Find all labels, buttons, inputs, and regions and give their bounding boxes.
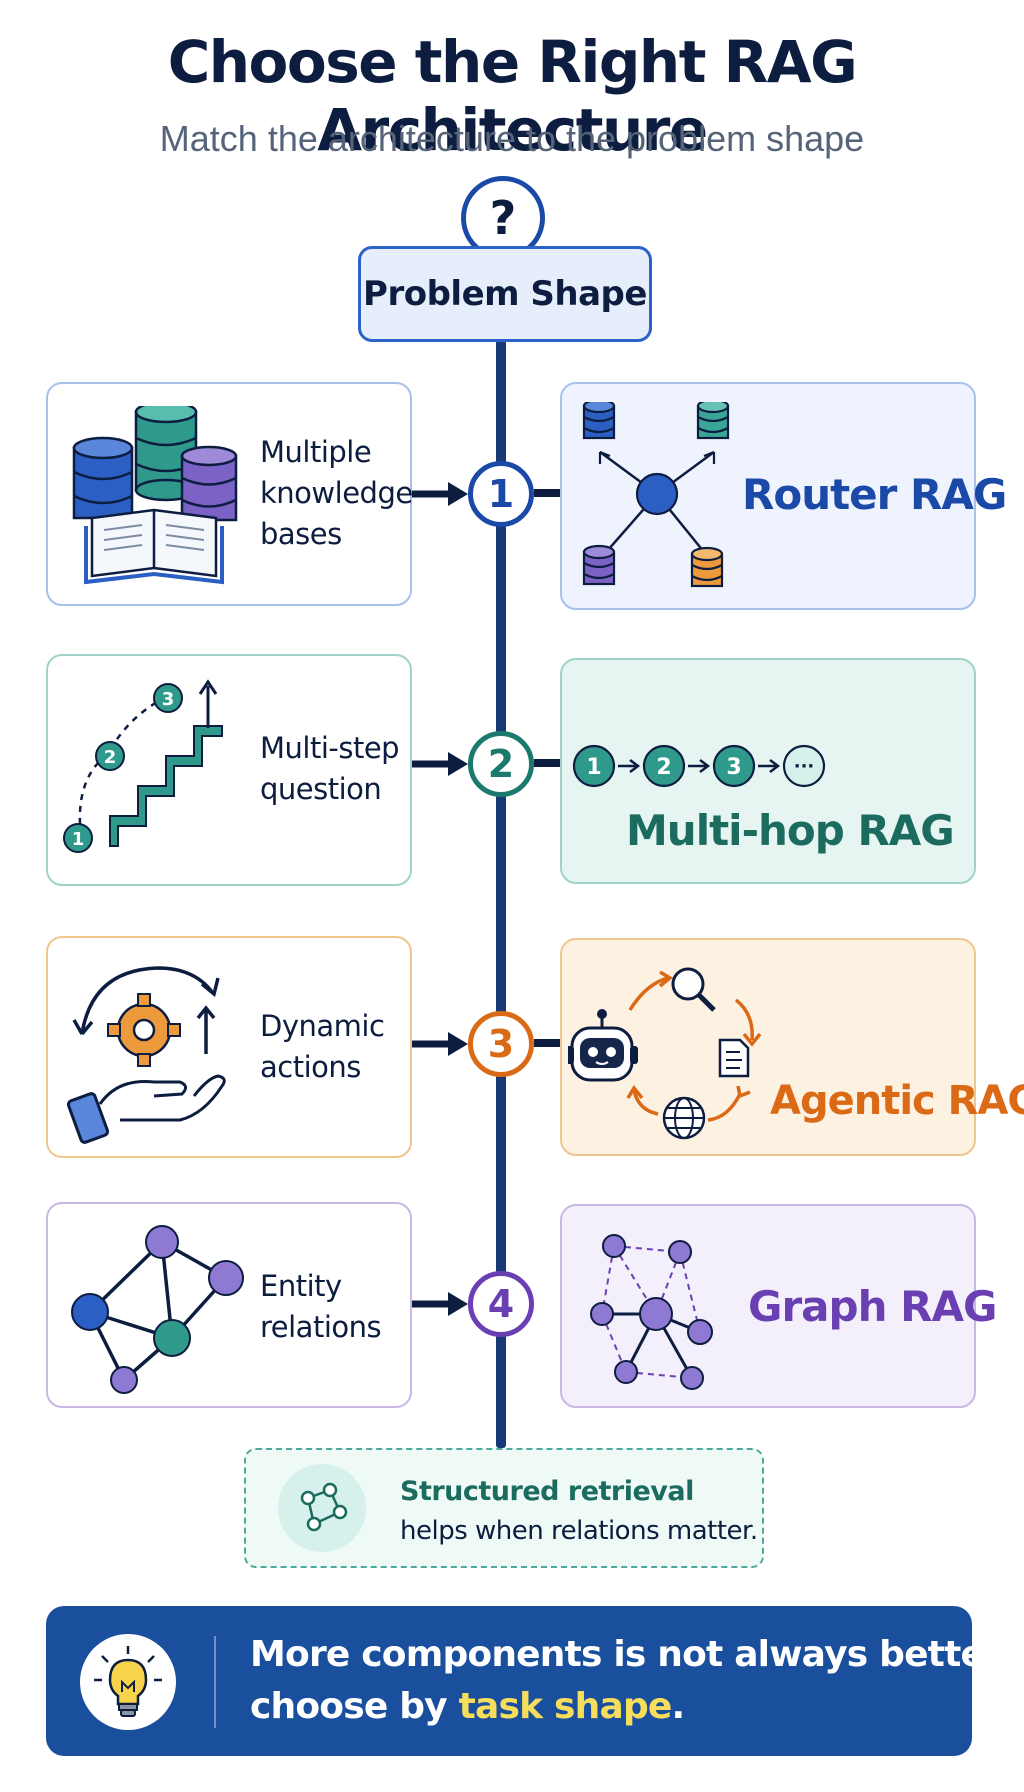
step-node-4: 4 bbox=[468, 1271, 534, 1337]
problem-label-line: relations bbox=[260, 1310, 382, 1344]
arrow-to-node-3 bbox=[412, 1032, 468, 1056]
problem-shape-box: Problem Shape bbox=[358, 246, 652, 342]
graph-nodes-icon bbox=[278, 1464, 366, 1552]
agent-loop-icon bbox=[568, 967, 762, 1140]
step-node-2: 2 bbox=[468, 731, 534, 797]
architecture-name: Router RAG bbox=[742, 470, 1007, 519]
arrow-to-node-2 bbox=[412, 752, 468, 776]
databases-and-book-icon bbox=[72, 406, 238, 585]
banner-line-2-prefix: choose by bbox=[250, 1686, 459, 1727]
note-text: helps when relations matter. bbox=[400, 1516, 758, 1546]
staircase-steps-icon: 1 2 3 bbox=[63, 679, 223, 853]
flow-spine bbox=[496, 340, 506, 1448]
connector-to-multihop bbox=[534, 759, 564, 767]
hop-label-3: 3 bbox=[726, 755, 741, 780]
problem-label-line: Entity bbox=[260, 1269, 342, 1303]
hop-label-1: 1 bbox=[586, 755, 601, 780]
note-title: Structured retrieval bbox=[400, 1476, 694, 1507]
architecture-card-multi-hop-rag: 1 2 3 ··· Multi-hop RAG bbox=[560, 658, 976, 884]
entity-graph-icon bbox=[71, 1225, 244, 1394]
connector-to-router bbox=[534, 489, 564, 497]
connector-to-agentic bbox=[534, 1039, 564, 1047]
page-title: Choose the Right RAG Architecture bbox=[167, 28, 858, 164]
problem-label-line: bases bbox=[260, 517, 342, 551]
architecture-card-agentic-rag: Agentic RAG bbox=[560, 938, 1024, 1156]
step-node-3: 3 bbox=[468, 1011, 534, 1077]
problem-card-entity-relations: Entity relations bbox=[46, 1202, 412, 1408]
banner-line-2-suffix: . bbox=[671, 1686, 686, 1727]
architecture-name: Graph RAG bbox=[748, 1282, 997, 1331]
arrow-to-node-1 bbox=[412, 482, 468, 506]
step-label-2: 2 bbox=[104, 747, 117, 768]
banner-highlight: task shape bbox=[458, 1686, 673, 1727]
problem-label-line: Multiple bbox=[260, 435, 372, 469]
arrow-to-node-4 bbox=[412, 1292, 468, 1316]
architecture-card-router-rag: Router RAG bbox=[560, 382, 1007, 610]
knowledge-graph-icon bbox=[590, 1234, 713, 1390]
banner-line-1: More components is not always better – bbox=[250, 1634, 1024, 1675]
takeaway-banner: More components is not always better – c… bbox=[46, 1606, 1024, 1756]
problem-card-dynamic-actions: Dynamic actions bbox=[46, 936, 412, 1158]
banner-line-2: choose by task shape. bbox=[250, 1686, 686, 1727]
hand-gear-cycle-icon bbox=[66, 966, 226, 1144]
router-hub-icon bbox=[582, 402, 730, 588]
architecture-card-graph-rag: Graph RAG bbox=[560, 1204, 997, 1408]
problem-label-line: question bbox=[260, 772, 382, 806]
problem-label-line: actions bbox=[260, 1050, 361, 1084]
problem-card-multi-step-question: 1 2 3 Multi-step question bbox=[46, 654, 412, 886]
architecture-name: Multi-hop RAG bbox=[626, 806, 955, 855]
hop-chain-icon: 1 2 3 ··· bbox=[572, 744, 826, 788]
problem-label-line: Dynamic bbox=[260, 1009, 385, 1043]
step-node-1: 1 bbox=[468, 461, 534, 527]
problem-label-line: knowledge bbox=[260, 476, 413, 510]
problem-card-multiple-knowledge-bases: Multiple knowledge bases bbox=[46, 382, 413, 606]
hop-label-more: ··· bbox=[794, 756, 815, 777]
step-label-1: 1 bbox=[72, 829, 85, 850]
page-subtitle: Match the architecture to the problem sh… bbox=[159, 118, 865, 159]
hop-label-2: 2 bbox=[656, 755, 671, 780]
step-label-3: 3 bbox=[162, 689, 175, 710]
banner-divider bbox=[214, 1636, 216, 1728]
structured-retrieval-note: Structured retrieval helps when relation… bbox=[244, 1448, 764, 1568]
problem-label-line: Multi-step bbox=[260, 731, 400, 765]
architecture-name: Agentic RAG bbox=[770, 1078, 1024, 1124]
lightbulb-icon bbox=[80, 1634, 176, 1730]
